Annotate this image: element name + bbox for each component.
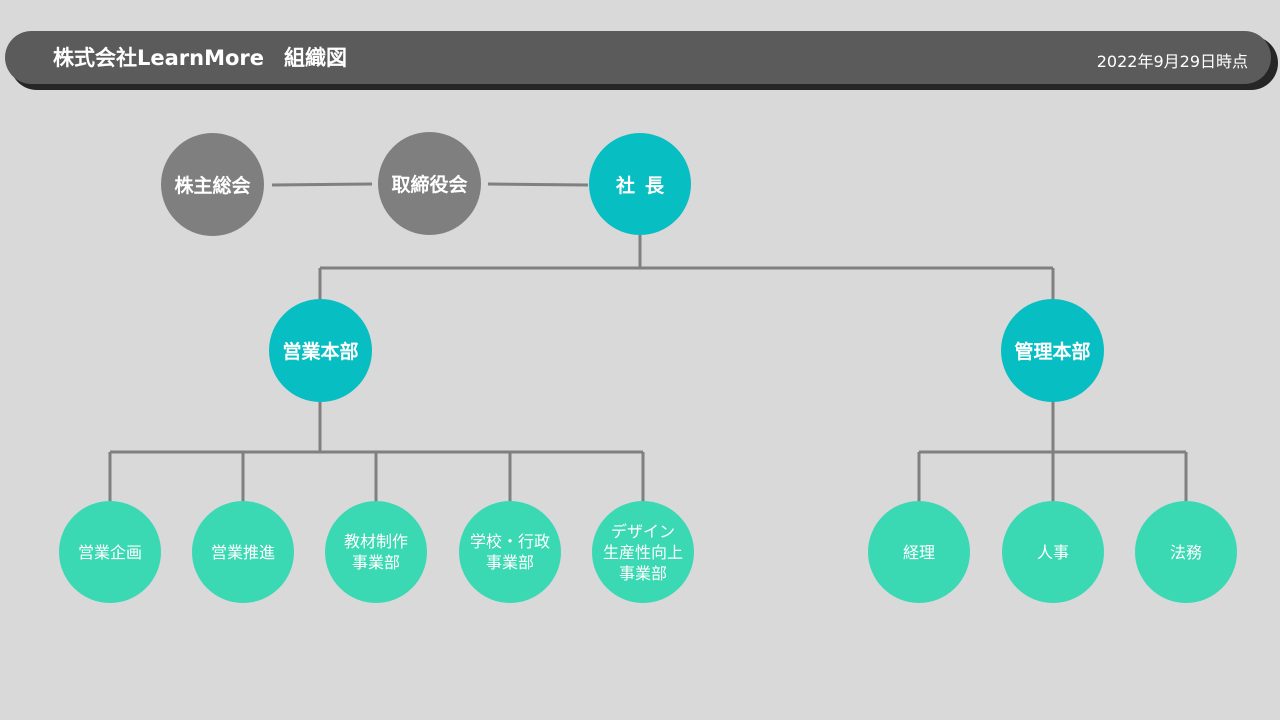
node-hr: 人事 — [1002, 501, 1104, 603]
node-shareholders: 株主総会 — [161, 133, 264, 236]
node-label: デザイン 生産性向上 事業部 — [602, 521, 683, 583]
node-label: 人事 — [1036, 542, 1069, 562]
node-label: 法務 — [1169, 542, 1202, 562]
chart-title: 組織図 — [284, 46, 348, 70]
line-shareholders-board — [271, 182, 373, 187]
node-label: 株主総会 — [174, 175, 251, 197]
node-sales-promotion: 営業推進 — [192, 501, 294, 603]
node-design: デザイン 生産性向上 事業部 — [592, 501, 694, 603]
node-label: 管理本部 — [1014, 341, 1091, 363]
node-president: 社長 — [589, 133, 691, 235]
node-sales-planning: 営業企画 — [59, 501, 161, 603]
node-label: 取締役会 — [391, 174, 468, 196]
node-schools: 学校・行政 事業部 — [459, 501, 561, 603]
node-label: 営業本部 — [282, 341, 359, 363]
page-title: 株式会社LearnMore 組織図 — [53, 42, 347, 72]
node-materials: 教材制作 事業部 — [325, 501, 427, 603]
node-label: 営業推進 — [210, 542, 275, 562]
node-label: 社長 — [615, 174, 674, 197]
node-label: 学校・行政 事業部 — [469, 532, 550, 572]
node-board: 取締役会 — [378, 132, 481, 235]
node-label: 経理 — [902, 542, 935, 562]
node-legal: 法務 — [1135, 501, 1237, 603]
line-board-president — [487, 182, 589, 187]
node-admin-hq: 管理本部 — [1001, 299, 1104, 402]
as-of-date: 2022年9月29日時点 — [1096, 52, 1248, 71]
node-label: 教材制作 事業部 — [343, 532, 408, 572]
node-label: 営業企画 — [77, 542, 142, 562]
header-bar: 株式会社LearnMore 組織図 2022年9月29日時点 — [5, 31, 1271, 84]
company-name: 株式会社LearnMore — [53, 46, 265, 70]
node-accounting: 経理 — [868, 501, 970, 603]
node-sales-hq: 営業本部 — [269, 299, 372, 402]
